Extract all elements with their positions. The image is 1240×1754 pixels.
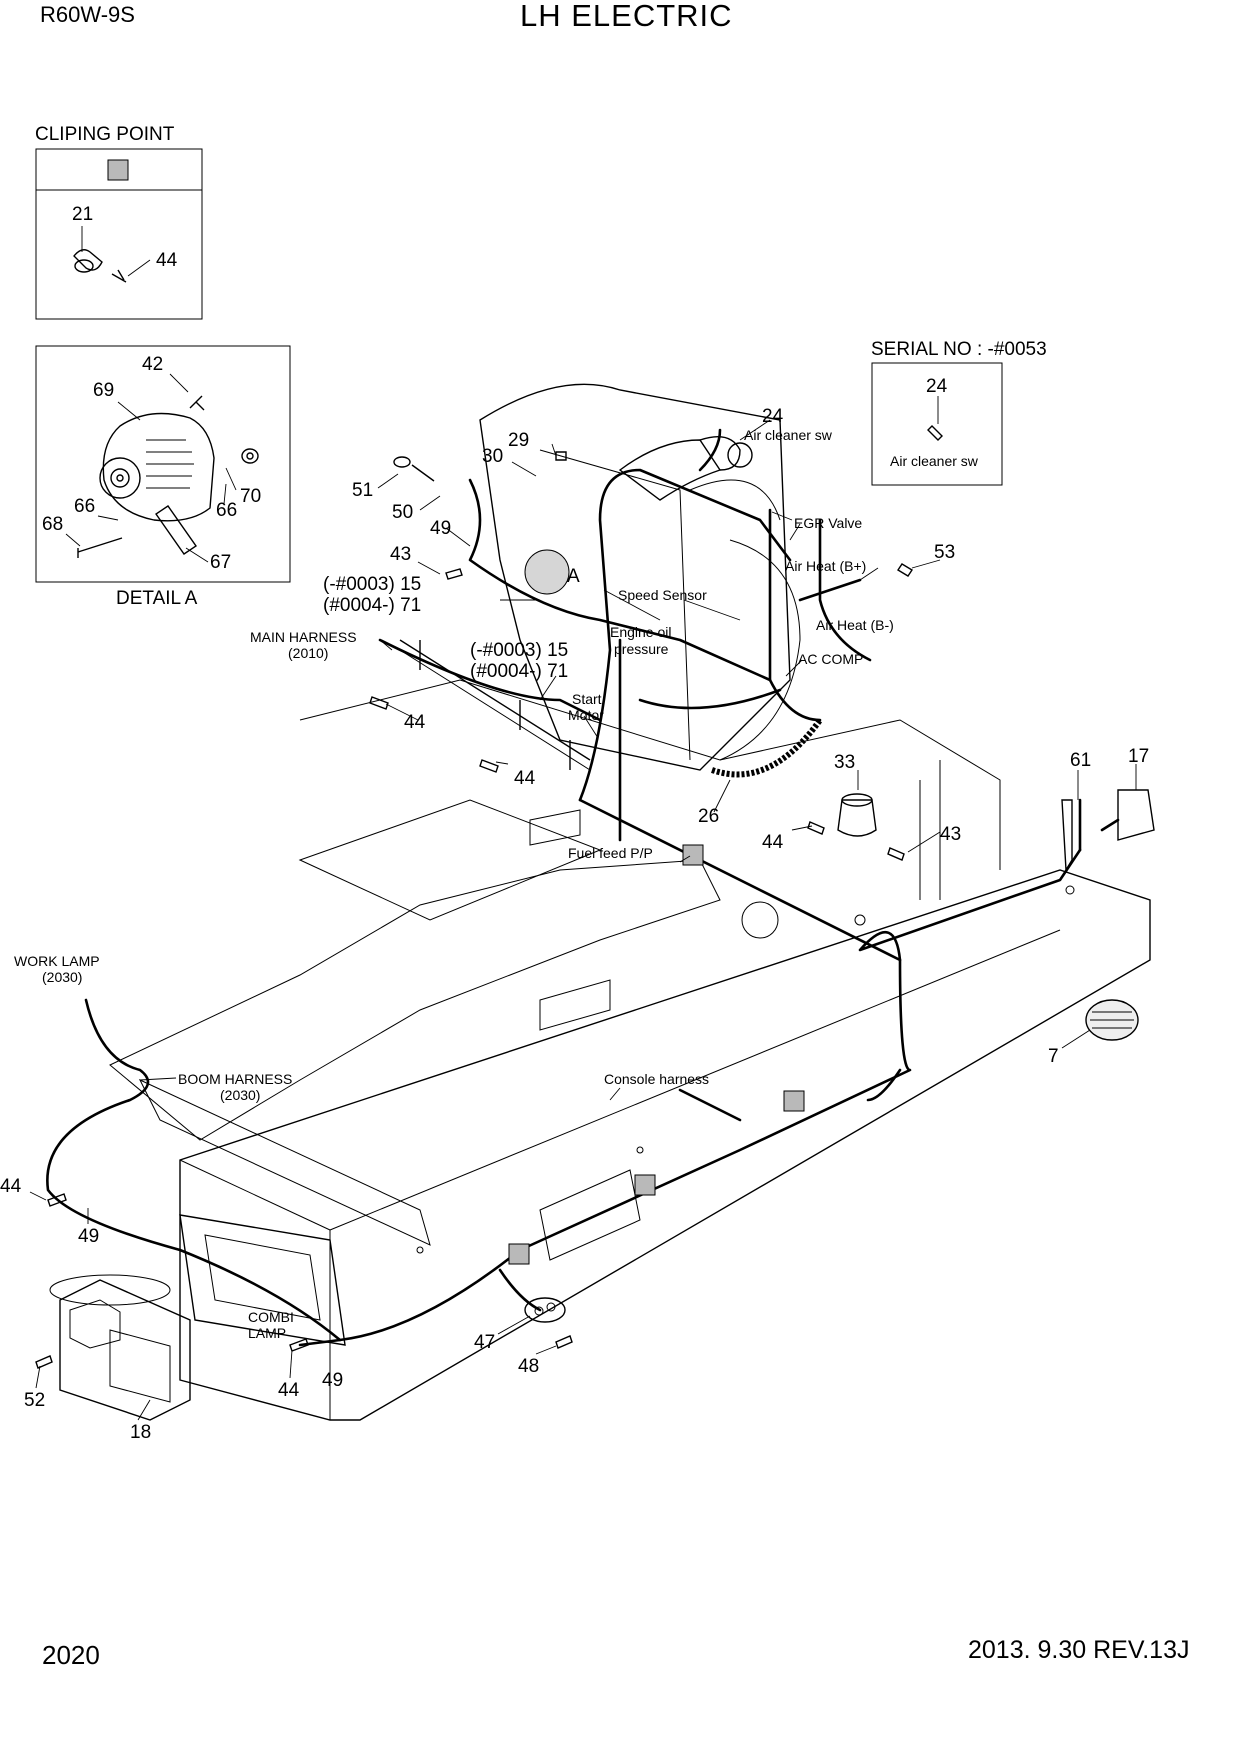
- label-detail-ref: A: [567, 566, 580, 587]
- page-number: 2020: [42, 1640, 100, 1670]
- label-main-harness-code: (2010): [288, 645, 328, 661]
- callout-44: 44: [514, 768, 536, 789]
- alternator-drawing: [65, 373, 259, 563]
- clip-point-inset: CLIPING POINT 21 44: [35, 124, 203, 320]
- callout-47: 47: [474, 1332, 495, 1353]
- label-console-harness: Console harness: [604, 1071, 709, 1087]
- clip-point-marker: [634, 1174, 656, 1196]
- label-start-motor-1: Start: [572, 691, 602, 707]
- label-air-cleaner-sw: Air cleaner sw: [744, 427, 833, 443]
- part-callouts: 24 29 30 51 50 49 43 53 44 44 33 26 44 4…: [0, 406, 1149, 1443]
- clip-point-marker: [783, 1090, 805, 1112]
- clip-point-marker: [682, 844, 704, 866]
- callout-33: 33: [834, 752, 855, 773]
- callout-61: 61: [1070, 750, 1091, 771]
- callout-44: 44: [0, 1176, 22, 1197]
- clip-point-marker: [508, 1243, 530, 1265]
- detail-callout-42: 42: [142, 354, 163, 375]
- callout-50: 50: [392, 502, 413, 523]
- callout-17: 17: [1128, 746, 1149, 767]
- label-serial-b-1: (-#0003) 15: [470, 640, 568, 661]
- label-boom-harness-code: (2030): [220, 1087, 260, 1103]
- callout-43: 43: [940, 824, 961, 845]
- label-ac-comp: AC COMP: [798, 651, 863, 667]
- callout-30: 30: [482, 446, 503, 467]
- label-engine-oil-2: pressure: [614, 641, 669, 657]
- clip-box-title: CLIPING POINT: [35, 124, 175, 145]
- callout-44: 44: [278, 1380, 300, 1401]
- callout-51: 51: [352, 480, 373, 501]
- detail-a-inset: DETAIL A 42 69 66 70 66 68 67: [35, 345, 291, 609]
- clip-points: [508, 844, 805, 1265]
- label-air-heat-bminus: Air Heat (B-): [816, 617, 894, 633]
- callout-53: 53: [934, 542, 955, 563]
- clip-callout-44: 44: [156, 250, 178, 271]
- text-labels: Air cleaner sw EGR Valve Air Heat (B+) A…: [14, 427, 894, 1341]
- callout-24: 24: [762, 406, 784, 427]
- callout-43: 43: [390, 544, 411, 565]
- label-serial-b-2: (#0004-) 71: [470, 661, 568, 682]
- label-egr-valve: EGR Valve: [794, 515, 862, 531]
- detail-callout-70: 70: [240, 486, 261, 507]
- fasteners: [35, 451, 913, 1369]
- serial-inset: SERIAL NO : -#0053 24 Air cleaner sw: [871, 339, 1047, 486]
- label-work-lamp: WORK LAMP: [14, 953, 100, 969]
- label-main-harness: MAIN HARNESS: [250, 629, 357, 645]
- label-work-lamp-code: (2030): [42, 969, 82, 985]
- callout-48: 48: [518, 1356, 539, 1377]
- detail-callout-69: 69: [93, 380, 114, 401]
- serial-callout-24: 24: [926, 376, 948, 397]
- label-speed-sensor: Speed Sensor: [618, 587, 707, 603]
- callout-52: 52: [24, 1390, 45, 1411]
- serial-box-title: SERIAL NO : -#0053: [871, 339, 1047, 360]
- chassis-frame: [49, 679, 1151, 1421]
- callout-49: 49: [322, 1370, 343, 1391]
- detail-callout-66a: 66: [74, 496, 95, 517]
- detail-a-caption: DETAIL A: [116, 588, 198, 609]
- clip-point-marker-legend: [107, 159, 129, 181]
- callout-49: 49: [78, 1226, 99, 1247]
- label-serial-a-2: (#0004-) 71: [323, 595, 421, 616]
- callout-44: 44: [762, 832, 784, 853]
- callout-7: 7: [1048, 1046, 1059, 1067]
- label-boom-harness: BOOM HARNESS: [178, 1071, 292, 1087]
- callout-49: 49: [430, 518, 451, 539]
- callout-18: 18: [130, 1422, 151, 1443]
- label-engine-oil-1: Engine oil: [610, 624, 672, 640]
- label-start-motor-2: Motor: [568, 707, 604, 723]
- callout-leaders: [29, 419, 1137, 1421]
- label-air-heat-bplus: Air Heat (B+): [785, 558, 866, 574]
- callout-26: 26: [698, 806, 719, 827]
- model-name: R60W-9S: [40, 2, 135, 27]
- page-title: LH ELECTRIC: [520, 0, 733, 33]
- label-fuel-feed: Fuel feed P/P: [568, 845, 653, 861]
- clip-callout-21: 21: [72, 204, 93, 225]
- detail-callout-68: 68: [42, 514, 63, 535]
- callout-44: 44: [404, 712, 426, 733]
- detail-callout-67: 67: [210, 552, 231, 573]
- engine-block: [59, 383, 1155, 1421]
- callout-29: 29: [508, 430, 529, 451]
- label-serial-a-1: (-#0003) 15: [323, 574, 421, 595]
- detail-callout-66b: 66: [216, 500, 237, 521]
- revision-date: 2013. 9.30 REV.13J: [968, 1636, 1190, 1664]
- wire-harnesses: [46, 428, 1120, 1347]
- label-combi-2: LAMP: [248, 1325, 286, 1341]
- clip-part-icon: [73, 226, 151, 283]
- serial-box-label: Air cleaner sw: [890, 453, 979, 469]
- label-combi-1: COMBI: [248, 1309, 294, 1325]
